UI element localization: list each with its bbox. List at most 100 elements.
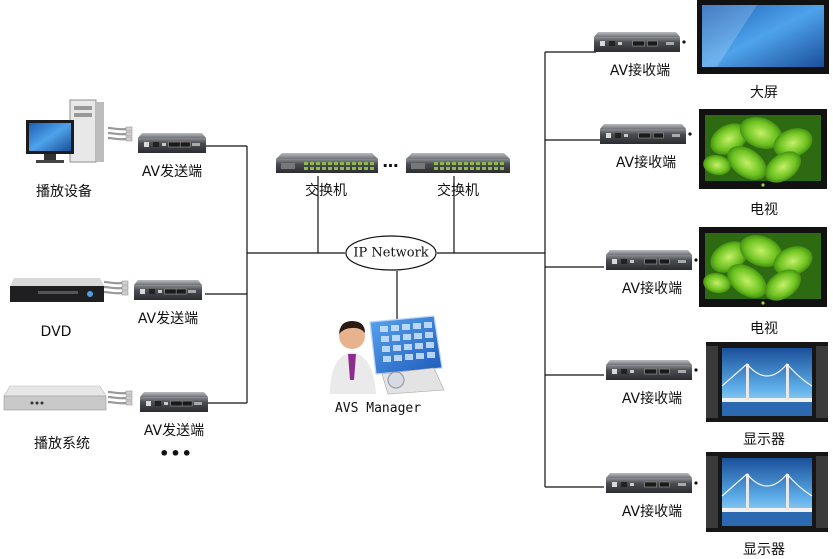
cable-plug [125,395,133,401]
av-box-top [594,32,680,37]
panel-key [393,345,401,351]
av-box-port [188,290,196,293]
cable [107,136,129,141]
switch-port-led [370,162,374,165]
player-button [30,401,34,405]
switch-port-led [458,162,462,165]
bridge-tower [746,474,749,510]
switch-port-led [328,162,332,165]
panel-key [426,342,434,348]
av-box-top [606,360,692,365]
monitor-speaker-right [816,346,828,418]
bridge-deck [722,508,812,512]
av-box-port [612,369,617,374]
switch-port-led [340,162,344,165]
big-screen-icon [697,0,829,74]
switch-port-led [310,167,314,170]
panel-key [414,333,422,339]
switch-port-led [304,162,308,165]
cable [103,280,125,285]
av-box-port [647,40,658,47]
switch-port-led [446,162,450,165]
av-box-port [146,401,151,406]
tv-led [761,183,765,187]
av-receiver-label-1: AV接收端 [615,155,677,171]
av-receiver-1 [600,124,686,144]
cable-plug [121,290,129,296]
switch-port-led [364,162,368,165]
av-box-port [162,143,166,146]
media-player-icon [3,385,107,411]
manager-icon [330,315,445,395]
av-box-port [144,142,149,147]
person-hair [339,321,365,334]
ip-network-cloud [345,235,437,271]
av-box-port [140,289,145,294]
cable [107,400,129,405]
switch-port-led [322,167,326,170]
switch-port-led [476,167,480,170]
av-receiver-3 [606,360,692,380]
display-label-4: 显示器 [743,542,785,558]
av-receiver-label-3: AV接收端 [621,391,683,407]
av-box-port [181,400,193,407]
av-box-port [644,368,658,375]
panel-dial [387,371,405,389]
switch-port-led [500,167,504,170]
panel-key [424,322,432,328]
source-label-dvd: DVD [40,324,72,340]
display-label-1: 电视 [750,202,778,218]
switch-port-led [440,162,444,165]
panel-key [415,343,423,349]
dvd-tray [38,291,78,294]
panel-key [392,335,400,341]
display-label-2: 电视 [750,321,778,337]
av-box-port [666,42,674,45]
av-box-port [630,483,634,486]
switch-port-led [476,162,480,165]
switch-1 [276,153,378,173]
panel-key [383,356,391,362]
switch-port-led [464,167,468,170]
cable [107,390,129,395]
leaf-image [773,128,813,158]
leaf-image [739,117,783,149]
switch-port-led [494,162,498,165]
av-box-port [621,482,627,487]
av-box-port [615,133,621,138]
manager-label: AVS Manager [334,401,422,416]
leaf-image [773,246,813,276]
switch-port-led [470,162,474,165]
dvd-player-icon [10,278,104,302]
av-receiver-label-4: AV接收端 [621,504,683,520]
switch-port-led [470,167,474,170]
pc-tower-side [96,102,104,162]
switch-port-led [358,162,362,165]
monitor-icon [706,342,828,422]
panel-key [380,326,388,332]
sender-ellipsis: ••• [159,444,193,463]
panel-key [391,325,399,331]
av-sender-label-0: AV发送端 [141,164,203,180]
leaf-image [703,272,731,294]
player-front [3,395,107,411]
ip-network-label: IP Network [353,245,429,261]
leaf-image [764,151,802,183]
av-box-port [659,368,670,375]
av-box-port [678,370,686,373]
av-box-port [644,258,658,265]
pc-drive [74,106,92,110]
switch-port-led [446,167,450,170]
switch-port-led [434,162,438,165]
switch-port-led [304,167,308,170]
water [722,512,812,526]
switch-port-led [334,162,338,165]
leaf-image [764,269,802,301]
av-box-port [624,134,628,137]
cable-plug [125,126,133,132]
bridge-deck [722,398,812,402]
switch-port-led [370,167,374,170]
dvd-cables [103,280,129,296]
panel-key [405,354,413,360]
